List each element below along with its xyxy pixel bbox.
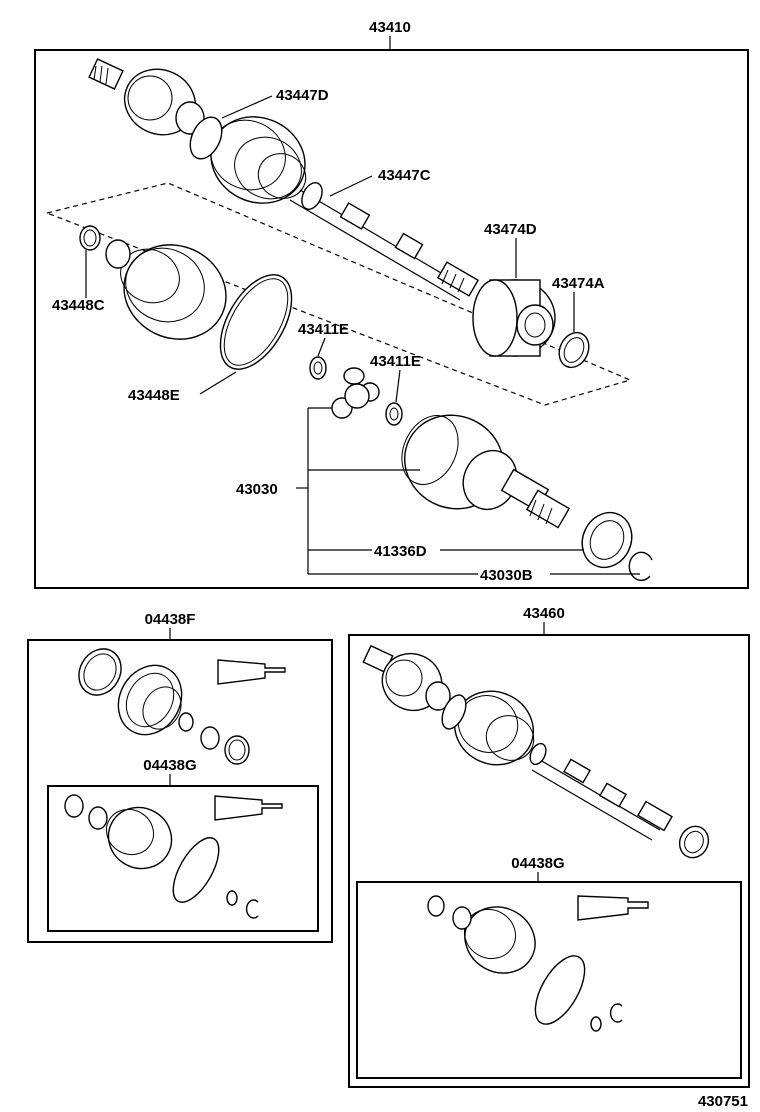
snap-ring-43411E-1 (309, 356, 327, 380)
kit-f-ring-small (200, 726, 220, 750)
diagram-id: 430751 (698, 1093, 748, 1110)
label-43447D: 43447D (276, 87, 329, 104)
dashed-subassembly-outline (45, 182, 632, 406)
inner-boot (105, 239, 227, 340)
band-43448E (219, 274, 293, 370)
inboard-joint-43030 (401, 414, 571, 529)
snap-ring-43030B (628, 551, 653, 582)
clamp-43448C (79, 225, 101, 251)
label-43460: 43460 (523, 605, 565, 622)
drive-shaft-43460 (362, 644, 673, 841)
ring-43460 (678, 825, 710, 859)
label-43030B: 43030B (480, 567, 533, 584)
label-43030: 43030 (236, 481, 278, 498)
snap-ring-43411E-2 (385, 402, 403, 426)
ring-43474A (558, 331, 590, 369)
dust-seal-41336D (581, 511, 633, 569)
kit-g-right-snap (609, 1003, 623, 1023)
kit-f-grease-tube (217, 659, 286, 685)
kit-g-left-band (172, 837, 220, 903)
kit-g-left-clamp (64, 794, 84, 818)
kit-g-left-ring (226, 890, 238, 906)
label-43474D: 43474D (484, 221, 537, 238)
label-43410: 43410 (369, 19, 411, 36)
tone-ring-43474D (472, 279, 556, 357)
kit-f-boot (117, 664, 194, 736)
frame-04438F (27, 639, 333, 943)
label-43411E-2: 43411E (370, 353, 421, 370)
kit-g-right-boot (452, 906, 536, 974)
label-04438G-right: 04438G (511, 855, 564, 872)
label-43448C: 43448C (52, 297, 105, 314)
kit-g-right-ring (590, 1016, 602, 1032)
label-43448E: 43448E (128, 387, 180, 404)
frame-43460 (348, 634, 750, 1088)
kit-g-left-snap (245, 899, 259, 919)
label-43474A: 43474A (552, 275, 605, 292)
label-43411E-1: 43411E (298, 321, 349, 338)
kit-g-right-grease-tube (577, 895, 649, 921)
kit-g-left-boot (88, 806, 173, 870)
frame-43410 (34, 49, 749, 589)
kit-g-left-grease-tube (214, 795, 283, 821)
drive-shaft-43410 (88, 58, 480, 301)
frame-04438G-right (356, 881, 742, 1079)
frame-04438G-left (47, 785, 319, 932)
label-41336D: 41336D (374, 543, 427, 560)
kit-g-right-clamp (427, 895, 445, 917)
label-43447C: 43447C (378, 167, 431, 184)
label-04438F: 04438F (145, 611, 196, 628)
label-04438G-left: 04438G (143, 757, 196, 774)
tripod-spider (331, 367, 380, 419)
kit-g-right-band (534, 955, 586, 1025)
